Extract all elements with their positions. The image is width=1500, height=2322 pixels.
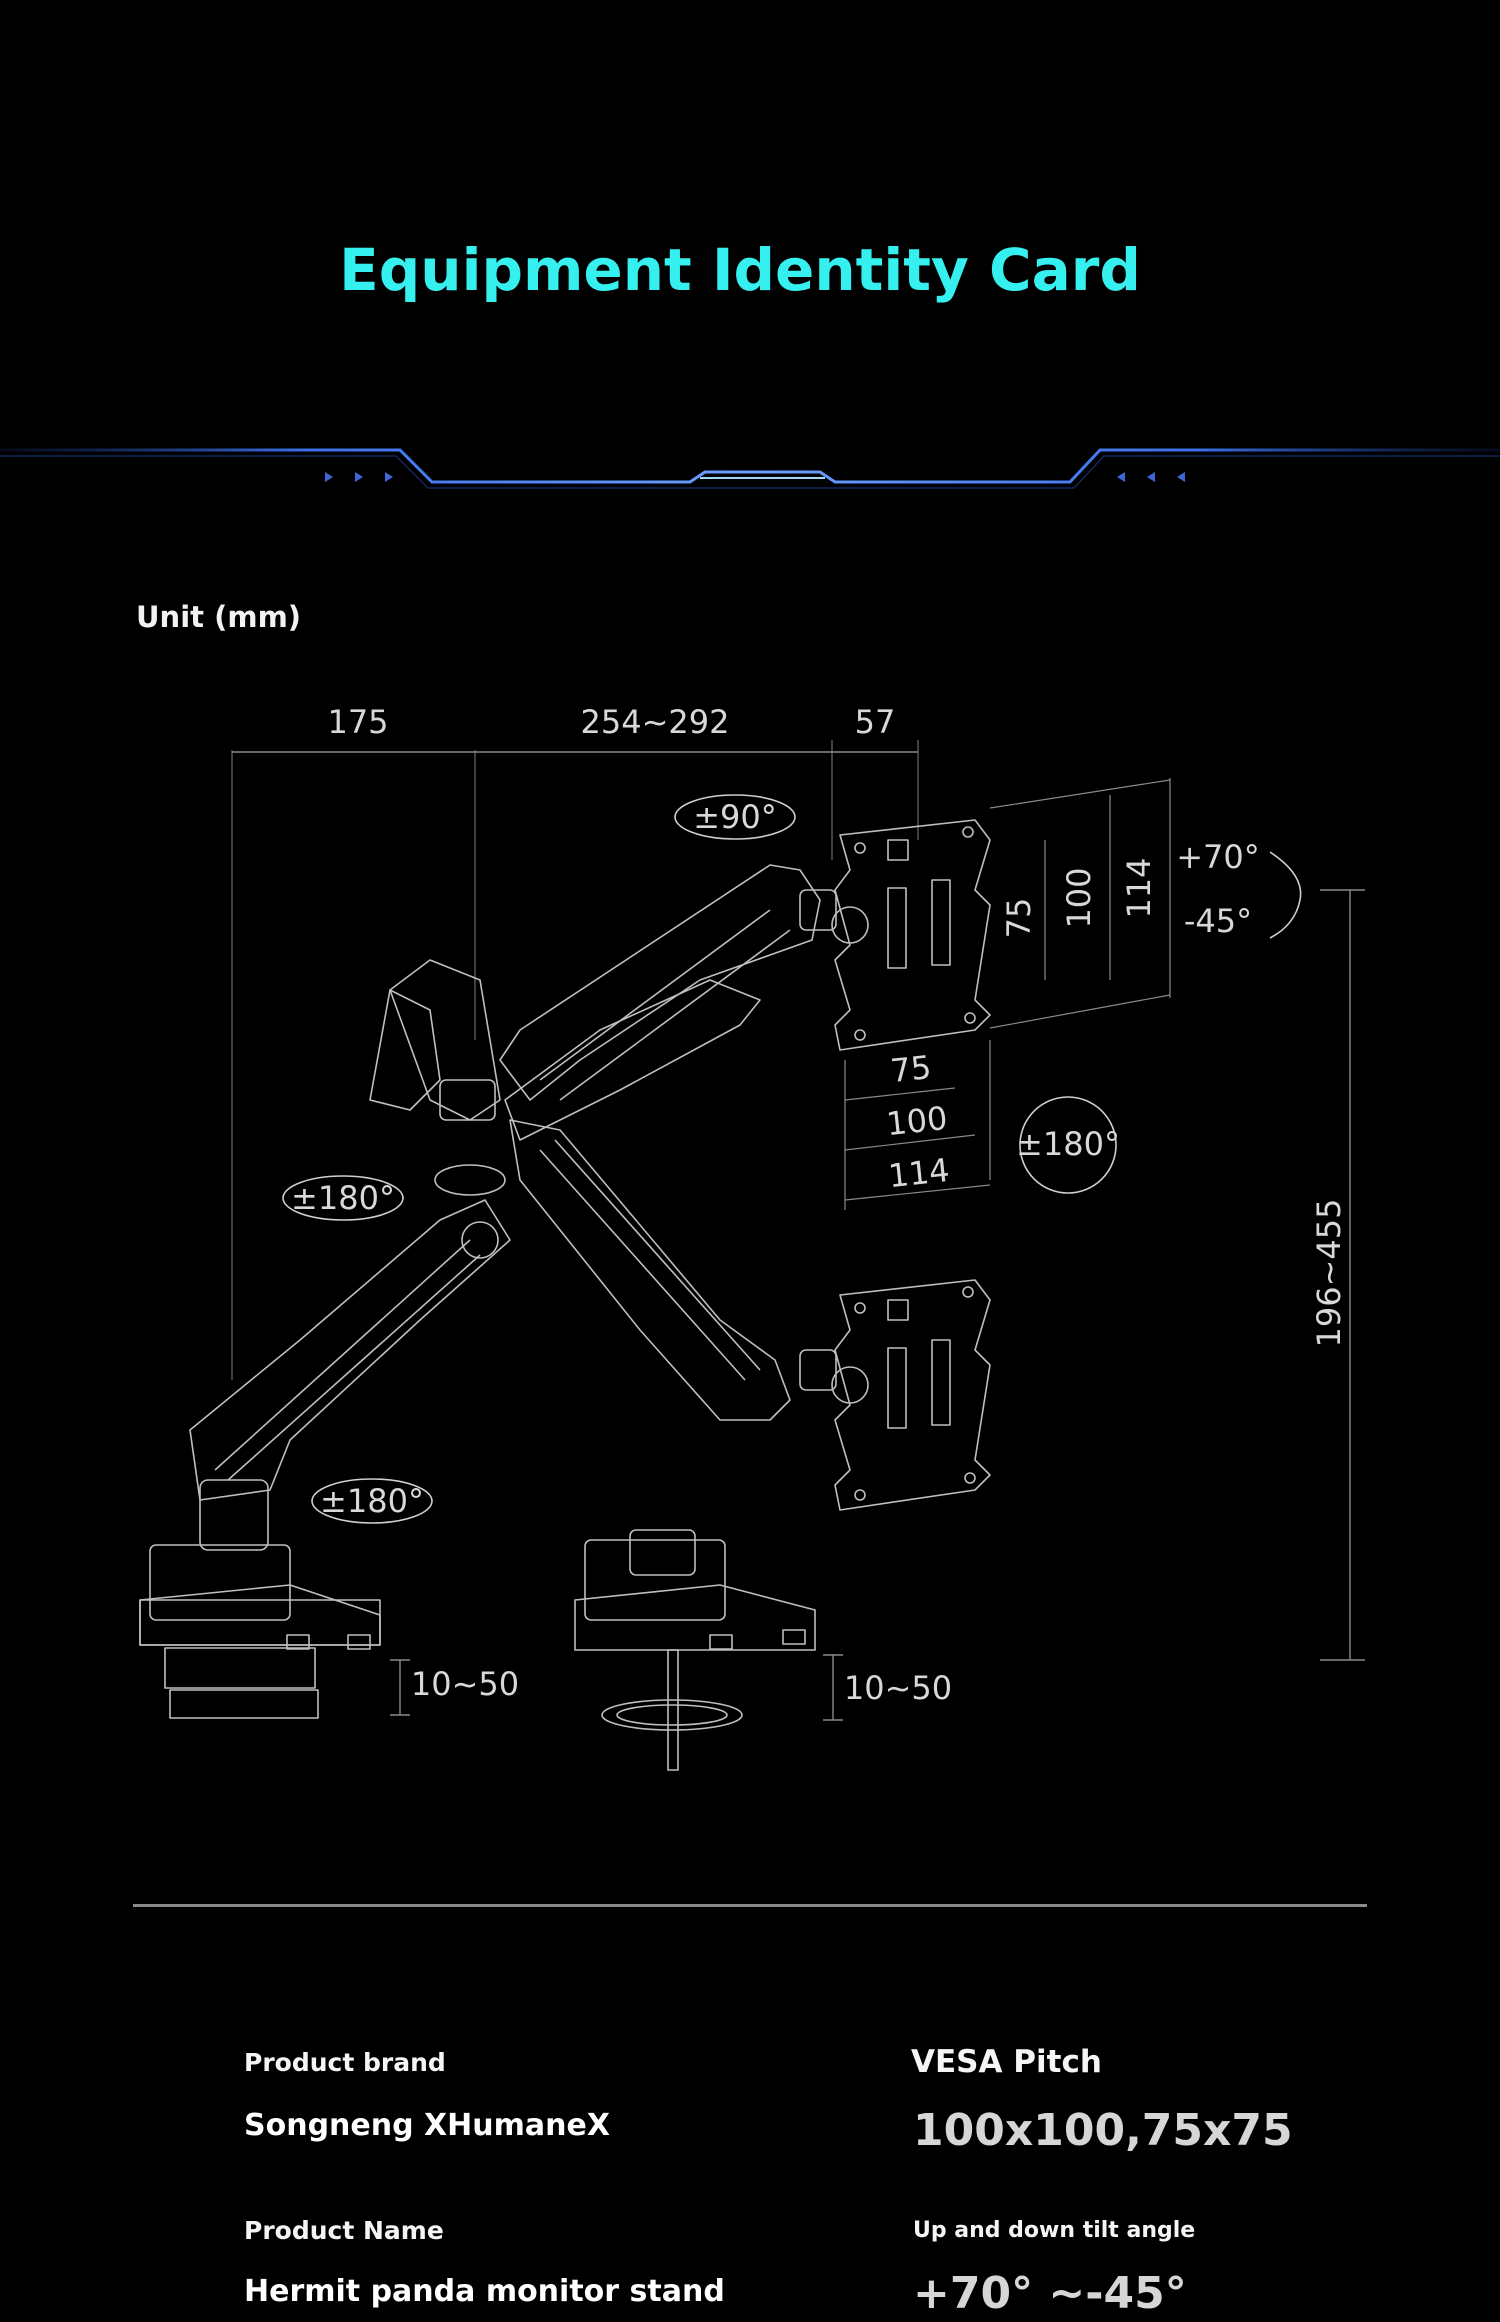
arrow-right-icon	[325, 472, 393, 482]
arrow-left-icon	[1117, 472, 1185, 482]
page-title: Equipment Identity Card	[339, 236, 1141, 304]
dim-clamp-right: 10~50	[844, 1669, 952, 1707]
angle-tilt-down: -45°	[1184, 902, 1252, 940]
decorative-divider	[0, 448, 1500, 489]
dim-plate-depth: 57	[855, 703, 896, 741]
spec-brand-label: Product brand	[244, 2048, 446, 2077]
spec-name-value: Hermit panda monitor stand	[244, 2274, 725, 2309]
dim-height-range: 196~455	[1310, 1199, 1348, 1348]
dim-vesa-bottom-114: 114	[886, 1151, 951, 1195]
spec-vesa-label: VESA Pitch	[911, 2044, 1102, 2080]
stand-line-art	[139, 740, 1365, 1771]
dim-vesa-side-75: 75	[1000, 898, 1038, 939]
angle-swivel-top: ±90°	[693, 798, 777, 836]
dim-vesa-side-100: 100	[1060, 867, 1098, 928]
angle-rotate-arm: ±180°	[291, 1179, 395, 1217]
spec-tilt-label: Up and down tilt angle	[913, 2218, 1196, 2243]
angle-tilt-up: +70°	[1176, 838, 1260, 876]
angle-rotate-plate: ±180°	[1016, 1125, 1120, 1163]
dim-vesa-bottom-100: 100	[884, 1099, 949, 1143]
spec-name-label: Product Name	[244, 2216, 444, 2245]
angle-rotate-base: ±180°	[320, 1482, 424, 1520]
dim-vesa-side-114: 114	[1120, 857, 1158, 918]
section-divider	[133, 1904, 1367, 1907]
spec-tilt-value: +70° ~-45°	[913, 2268, 1187, 2319]
dim-clamp-left: 10~50	[411, 1665, 519, 1703]
dim-arm-reach: 254~292	[581, 703, 730, 741]
monitor-stand-drawing: 175 254~292 57 ±90° +70° -45° ±180° ±180…	[139, 703, 1365, 1771]
spec-vesa-value: 100x100,75x75	[913, 2105, 1293, 2156]
dim-base-to-pole: 175	[327, 703, 388, 741]
dim-vesa-bottom-75: 75	[889, 1048, 933, 1090]
unit-label: Unit (mm)	[136, 600, 302, 634]
spec-brand-value: Songneng XHumaneX	[244, 2108, 610, 2143]
